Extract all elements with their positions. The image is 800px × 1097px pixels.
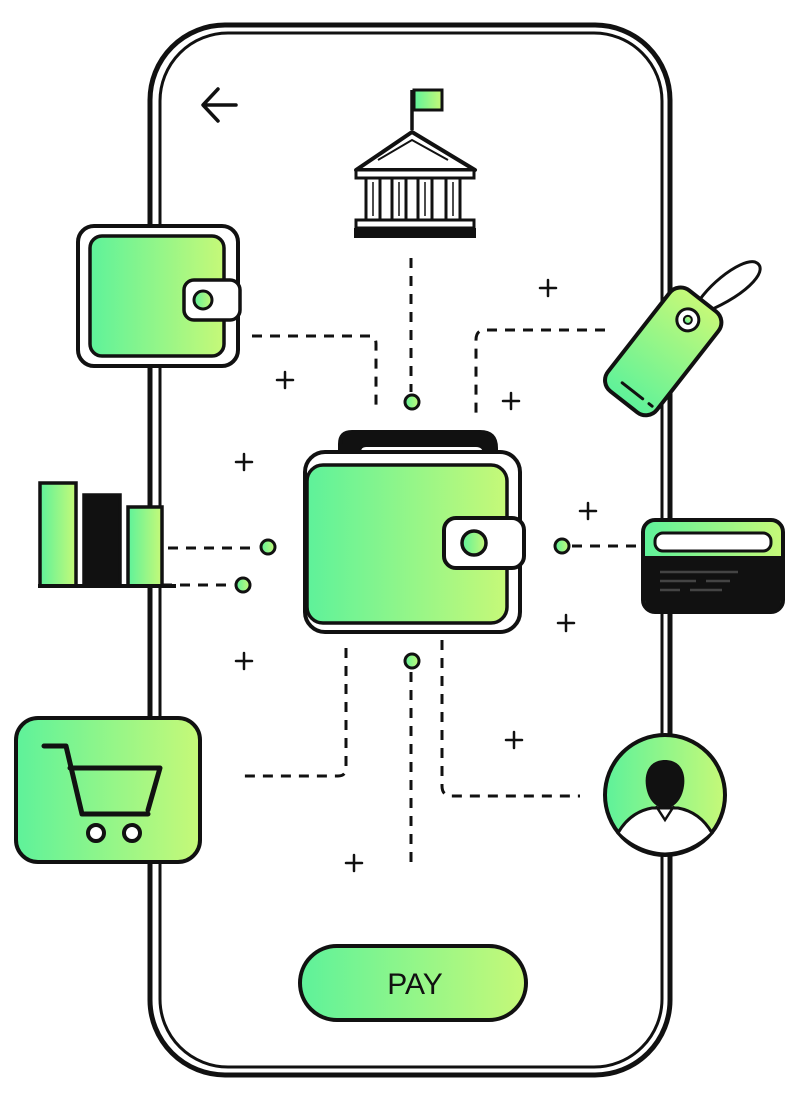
pay-button-label: PAY — [387, 968, 443, 1001]
connector-dots — [234, 393, 571, 670]
pay-button[interactable]: PAY — [298, 944, 528, 1022]
shopping-cart-icon[interactable] — [14, 716, 202, 864]
sparkles — [234, 278, 598, 873]
small-wallet-icon — [76, 224, 242, 368]
bar-chart-icon — [38, 481, 176, 588]
credit-card-icon — [641, 518, 785, 614]
price-tag-icon — [603, 260, 762, 418]
bank-icon — [354, 88, 477, 238]
connector-lines — [162, 258, 640, 870]
back-arrow-icon[interactable] — [201, 87, 238, 123]
user-avatar-icon[interactable] — [603, 733, 727, 857]
wallet-icon — [303, 430, 526, 634]
